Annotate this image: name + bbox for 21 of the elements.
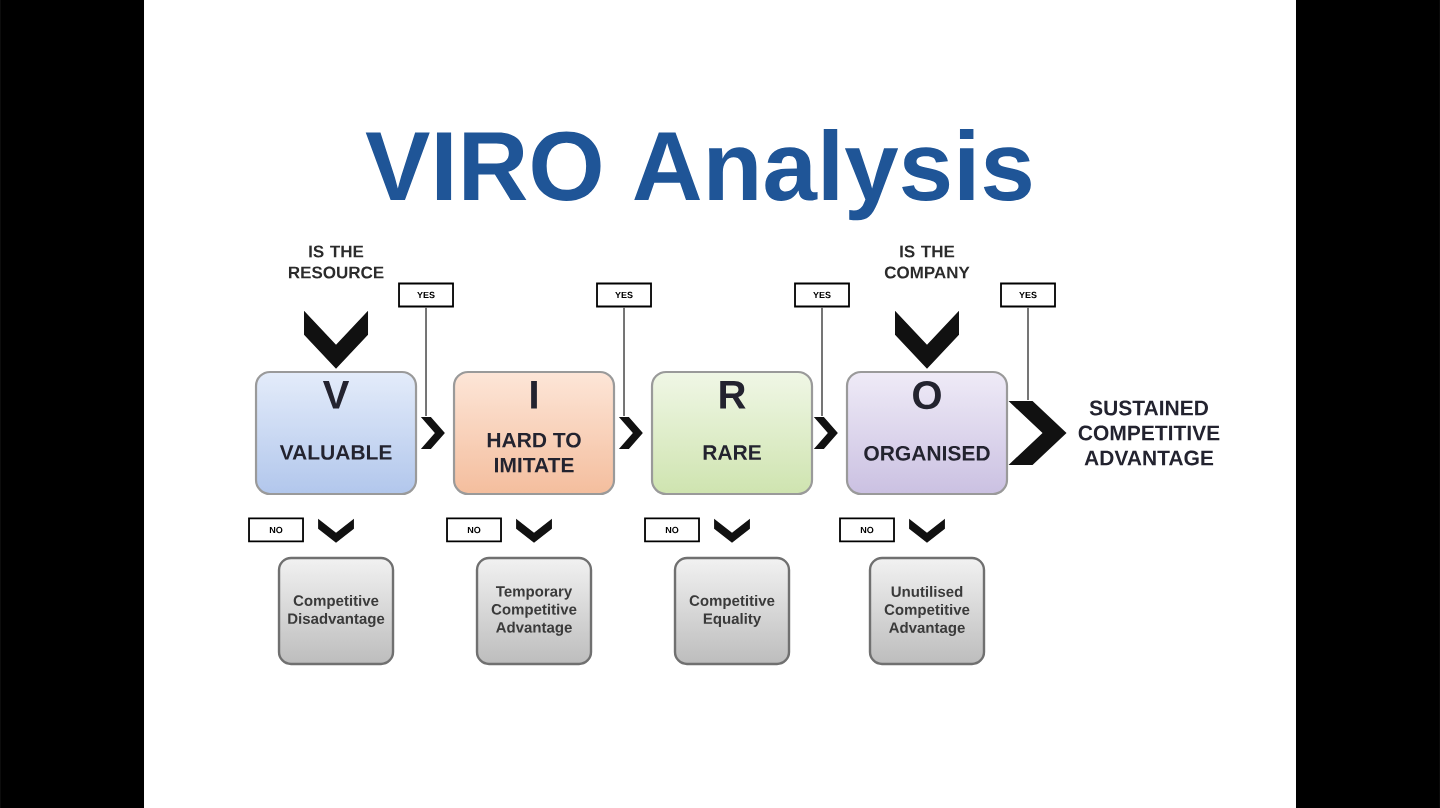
prompt-text: IS THE COMPANY bbox=[884, 245, 970, 279]
chevron-arrow bbox=[420, 417, 445, 449]
chevron-arrow bbox=[909, 518, 945, 543]
result-text: SUSTAINED COMPETITIVE ADVANTAGE bbox=[1078, 400, 1220, 466]
chevron-arrow bbox=[304, 310, 368, 369]
chevron-arrow bbox=[1008, 401, 1067, 465]
chevron-arrow bbox=[618, 417, 643, 449]
leader-line bbox=[425, 306, 427, 417]
prompt-text: IS THE RESOURCE bbox=[289, 245, 384, 279]
title: VIRO Analysis bbox=[365, 128, 1031, 221]
chevron-arrow bbox=[895, 310, 959, 369]
chevron-arrow bbox=[516, 518, 552, 543]
chevron-arrow bbox=[318, 518, 354, 543]
leader-line bbox=[623, 306, 625, 417]
leader-line bbox=[1027, 306, 1029, 401]
chevron-arrow bbox=[813, 417, 838, 449]
process-box: V VALUABLE bbox=[254, 370, 418, 496]
process-box: I HARD TO IMITATE bbox=[452, 370, 616, 496]
chevron-arrow bbox=[714, 518, 750, 543]
process-box: R RARE bbox=[650, 370, 814, 496]
process-box: O ORGANISED bbox=[845, 370, 1009, 496]
